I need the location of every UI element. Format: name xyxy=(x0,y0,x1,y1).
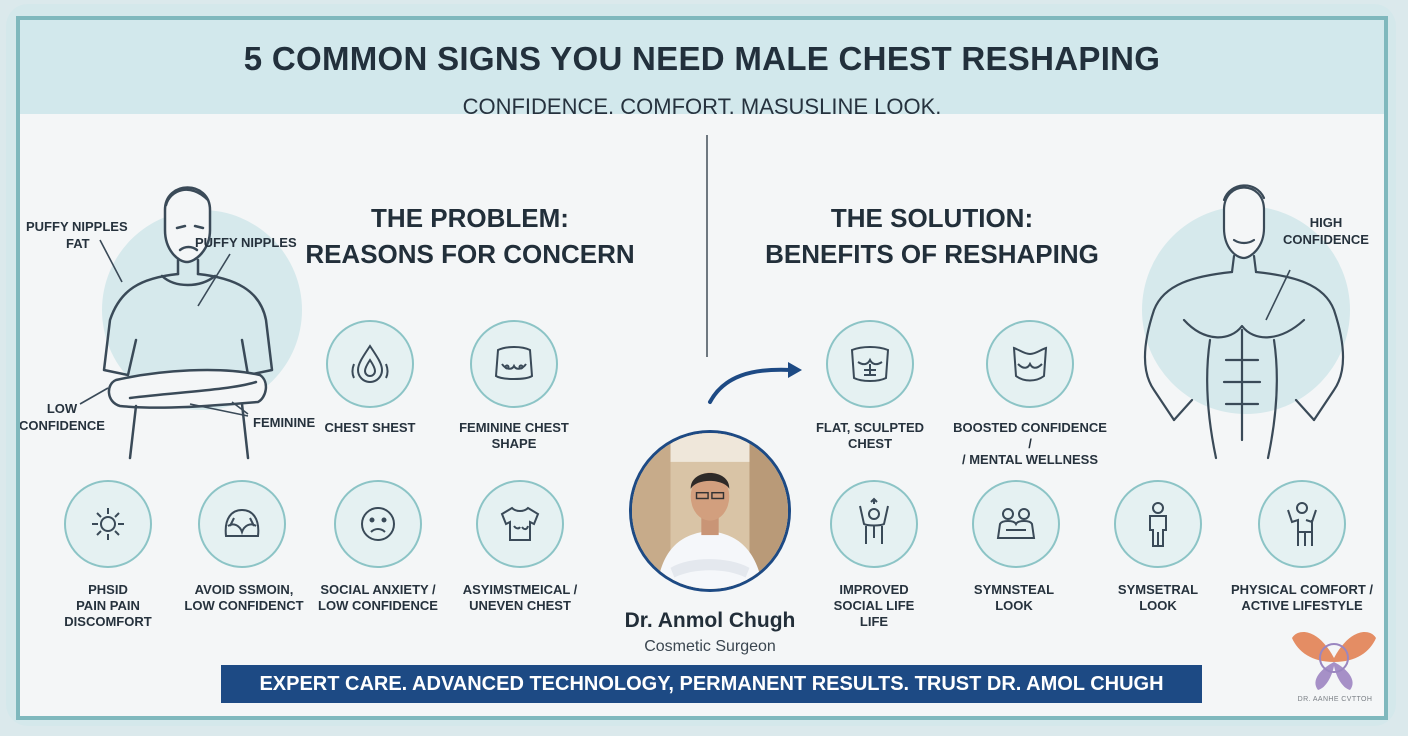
torso-icon xyxy=(986,320,1074,408)
label-symnsteal-look: SYMNSTEAL LOOK xyxy=(973,582,1055,613)
uneven-chest-icon xyxy=(476,480,564,568)
header-band xyxy=(20,20,1384,114)
label-physical-comfort: PHYSICAL COMFORT / ACTIVE LIFESTYLE xyxy=(1230,582,1374,613)
standing-person-icon xyxy=(1114,480,1202,568)
label-boosted-confidence: BOOSTED CONFIDENCE / / MENTAL WELLNESS xyxy=(953,420,1107,467)
left-figure-pointer-lines xyxy=(79,239,249,417)
chest-icon xyxy=(470,320,558,408)
droplet-icon xyxy=(326,320,414,408)
logo-text: DR. AANHE CVTTOH xyxy=(1297,696,1373,703)
label-chest-shest: CHEST SHEST xyxy=(324,420,416,435)
label-improved-social-life: IMPROVED SOCIAL LIFE LIFE xyxy=(833,582,915,629)
sad-man-figure xyxy=(102,186,302,460)
infographic-panel: 5 COMMON SIGNS YOU NEED MALE CHEST RESHA… xyxy=(16,16,1388,720)
label-pain-discomfort: PHSID PAIN PAIN DISCOMFORT xyxy=(64,582,152,629)
label-high-confidence: HIGH CONFIDENCE xyxy=(1283,215,1369,247)
active-person-icon xyxy=(1258,480,1346,568)
sculpted-chest-icon xyxy=(826,320,914,408)
label-symsetral-look: SYMSETRAL LOOK xyxy=(1117,582,1199,613)
page-subtitle: CONFIDENCE. COMFORT. MASUSLINE LOOK. xyxy=(462,94,942,119)
problem-heading: THE PROBLEM: REASONS FOR CONCERN xyxy=(305,203,635,269)
clinic-logo xyxy=(1292,632,1376,690)
label-puffy-nipples: PUFFY NIPPLES xyxy=(195,235,297,250)
confident-man-figure xyxy=(1142,184,1350,460)
sun-pain-icon xyxy=(64,480,152,568)
label-asymmetrical-chest: ASYIMSTMEICAL / UNEVEN CHEST xyxy=(462,582,578,613)
people-icon xyxy=(972,480,1060,568)
doctor-role: Cosmetic Surgeon xyxy=(644,638,776,655)
label-low-confidence: LOW CONFIDENCE xyxy=(19,401,105,433)
label-puffy-nipples-fat: PUFFY NIPPLES FAT xyxy=(26,219,128,251)
arrow-icon xyxy=(708,362,802,404)
bottom-banner: EXPERT CARE. ADVANCED TECHNOLOGY, PERMAN… xyxy=(221,665,1202,703)
label-feminine-chest-shape: FEMININE CHEST SHAPE xyxy=(459,420,569,451)
hiding-icon xyxy=(198,480,286,568)
center-divider xyxy=(706,135,708,357)
doctor-name: Dr. Anmol Chugh xyxy=(624,609,796,632)
label-avoid-low-confidence: AVOID SSMOIN, LOW CONFIDENCT xyxy=(184,582,304,613)
label-flat-sculpted-chest: FLAT, SCULPTED CHEST xyxy=(815,420,925,451)
sad-face-icon xyxy=(334,480,422,568)
raised-arms-icon xyxy=(830,480,918,568)
label-feminine: FEMININE xyxy=(253,415,316,430)
doctor-photo xyxy=(629,430,791,592)
page-title: 5 COMMON SIGNS YOU NEED MALE CHEST RESHA… xyxy=(243,40,1161,77)
label-social-anxiety: SOCIAL ANXIETY / LOW CONFIDENCE xyxy=(318,582,438,613)
solution-heading: THE SOLUTION: BENEFITS OF RESHAPING xyxy=(765,203,1099,269)
